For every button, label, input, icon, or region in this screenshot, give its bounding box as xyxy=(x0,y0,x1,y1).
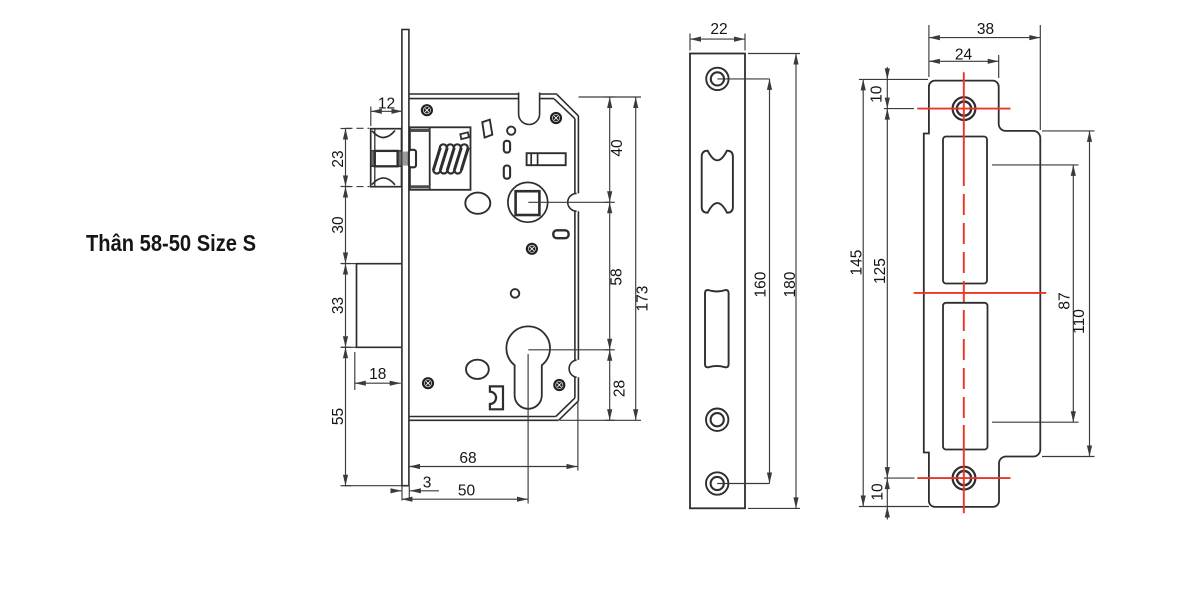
svg-text:12: 12 xyxy=(378,95,395,112)
svg-text:28: 28 xyxy=(611,380,628,397)
svg-text:145: 145 xyxy=(849,250,866,276)
svg-text:50: 50 xyxy=(458,483,476,500)
svg-text:22: 22 xyxy=(710,21,727,38)
svg-text:173: 173 xyxy=(635,286,652,312)
svg-text:125: 125 xyxy=(872,258,889,284)
svg-text:58: 58 xyxy=(608,268,625,285)
svg-text:30: 30 xyxy=(330,216,347,234)
svg-text:18: 18 xyxy=(369,366,386,383)
svg-text:23: 23 xyxy=(330,150,347,167)
svg-text:10: 10 xyxy=(870,483,887,501)
svg-text:33: 33 xyxy=(330,297,347,314)
svg-text:55: 55 xyxy=(330,408,347,425)
svg-text:68: 68 xyxy=(459,450,476,467)
svg-text:38: 38 xyxy=(977,21,994,38)
svg-text:180: 180 xyxy=(782,271,799,297)
svg-text:110: 110 xyxy=(1071,309,1088,334)
svg-text:Thân 58-50 Size S: Thân 58-50 Size S xyxy=(86,230,256,256)
svg-text:87: 87 xyxy=(1056,292,1073,309)
svg-text:10: 10 xyxy=(869,85,886,103)
svg-text:160: 160 xyxy=(753,271,770,297)
svg-text:24: 24 xyxy=(955,46,973,63)
svg-text:40: 40 xyxy=(609,139,626,157)
svg-text:3: 3 xyxy=(423,475,432,492)
